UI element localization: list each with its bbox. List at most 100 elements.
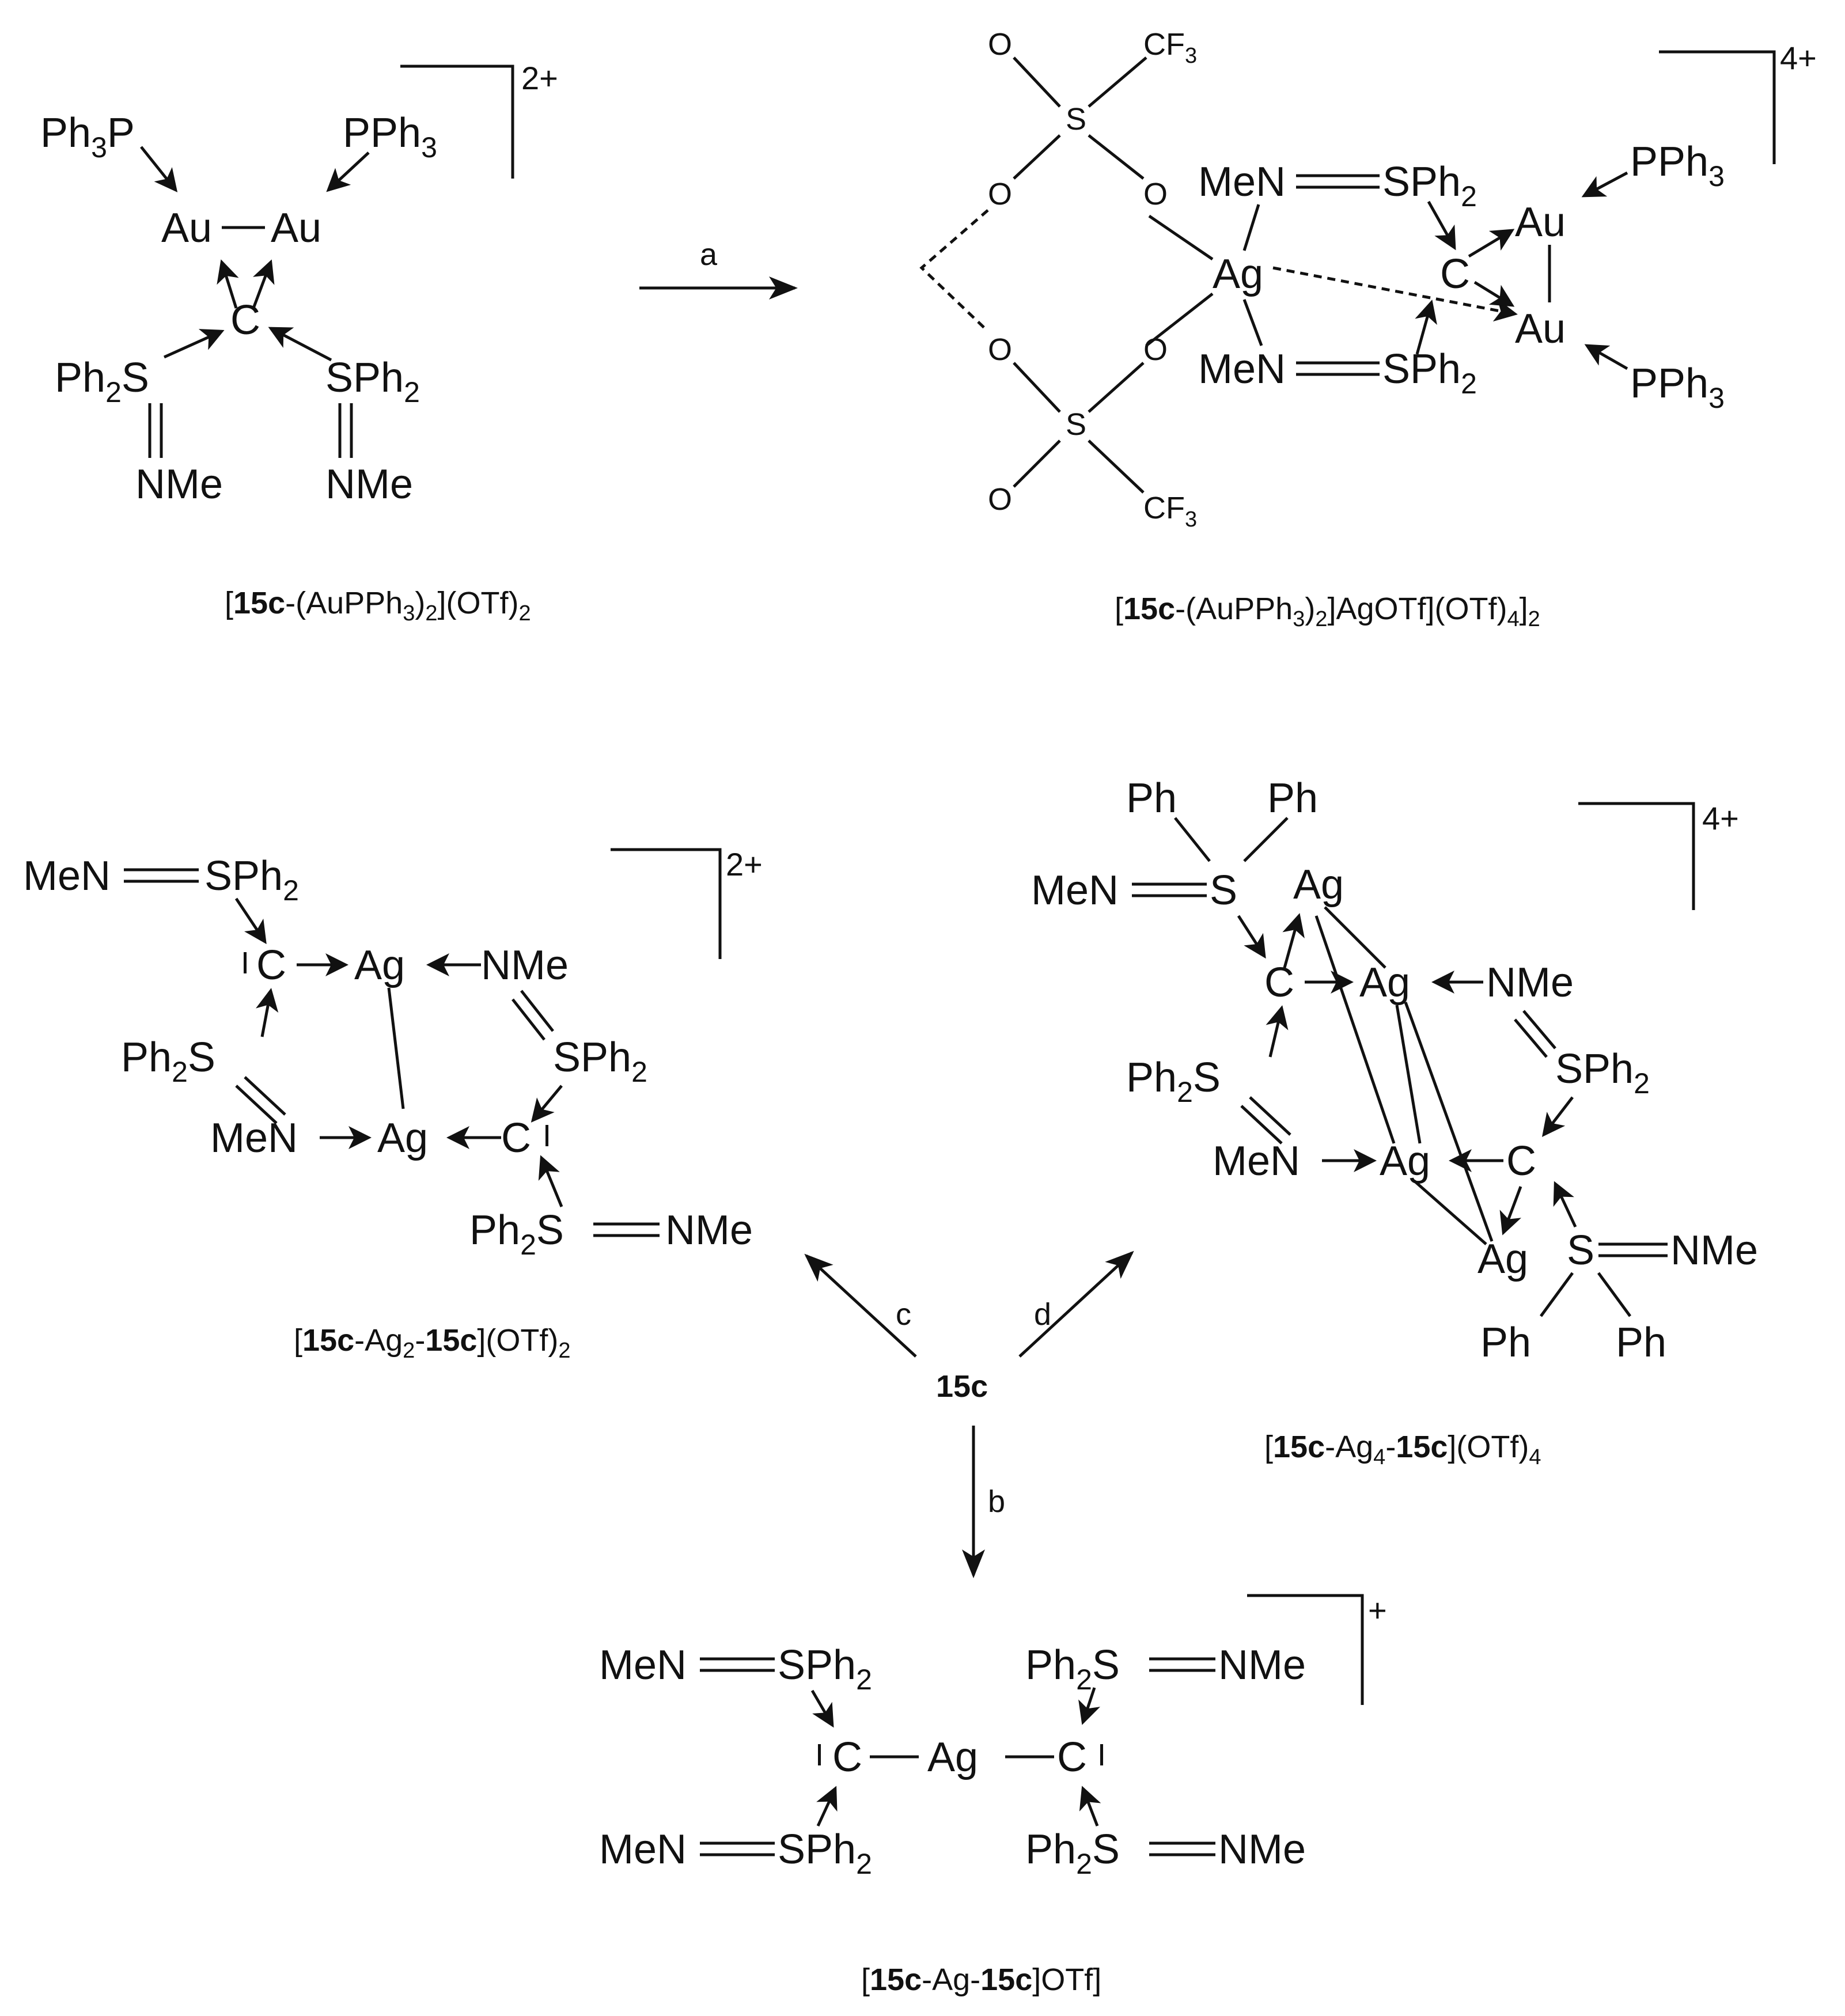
- bracket-ag1: [1247, 1594, 1364, 1705]
- atom-ph2s-b1: Ph2S: [1025, 1642, 1120, 1696]
- atom-ph-2: Ph: [1267, 775, 1318, 821]
- atom-c-ag4-2: C: [1506, 1138, 1536, 1184]
- atom-ag-ag4-1: Ag: [1293, 862, 1344, 908]
- label-15c: 15c: [936, 1369, 988, 1404]
- step-label-c: c: [896, 1297, 911, 1332]
- atom-ph-4: Ph: [1616, 1320, 1666, 1366]
- compound-gold-dimer: Ph3P PPh3 Au Au C Ph2S SPh2 NMe NMe 2+ […: [40, 60, 558, 626]
- charge-silver-gold: 4+: [1780, 40, 1817, 76]
- lone-pair-c1: I: [241, 946, 249, 980]
- atom-s-top: S: [1066, 102, 1086, 137]
- atom-pph3-au-top: PPh3: [1630, 139, 1725, 192]
- atom-nme-ag4-1: NMe: [1486, 960, 1574, 1006]
- atom-pph3: PPh3: [343, 110, 437, 164]
- atom-c-b1: C: [832, 1734, 862, 1780]
- arrow-c: [804, 1253, 917, 1358]
- atom-ag: Ag: [1213, 251, 1263, 297]
- compound-ag4: Ph Ph MeN S Ag C Ag NMe SPh2 Ph2S MeN Ag…: [1031, 775, 1758, 1469]
- atom-c-2: C: [501, 1115, 531, 1161]
- atom-sph2-bot: SPh2: [1382, 346, 1477, 400]
- atom-c-ag: C: [1440, 251, 1470, 297]
- bracket-ag2: [611, 848, 722, 959]
- atom-ag-b1: Ag: [927, 1734, 978, 1780]
- atom-pph3-au-bot: PPh3: [1630, 361, 1725, 414]
- atom-men-bot: MeN: [1198, 346, 1286, 392]
- atom-c-ag4-1: C: [1264, 960, 1294, 1006]
- atom-sph2-top: SPh2: [1382, 159, 1477, 213]
- atom-o-top1: O: [988, 27, 1012, 62]
- compound-silver-gold: O CF3 S O O O O S O CF3 MeN SPh2 Ag MeN …: [919, 27, 1817, 631]
- atom-nme-2: NMe: [325, 461, 413, 507]
- atom-ph2s-ag4: Ph2S: [1126, 1055, 1221, 1108]
- atom-s-ag4-1: S: [1210, 867, 1237, 914]
- bracket-gold-dimer: [400, 65, 514, 179]
- atom-sph2-b2: SPh2: [778, 1826, 872, 1880]
- atom-ag-ag4-3: Ag: [1380, 1138, 1430, 1184]
- label-ag1: [15c-Ag-15c]OTf]: [861, 1962, 1101, 1997]
- atom-nme-1: NMe: [135, 461, 223, 507]
- lone-pair-b2: I: [1097, 1738, 1106, 1772]
- charge-ag2: 2+: [726, 846, 763, 882]
- step-label-a: a: [700, 237, 718, 272]
- label-gold-dimer: [15c-(AuPPh3)2](OTf)2: [225, 586, 531, 626]
- atom-men-b2: MeN: [599, 1826, 687, 1873]
- atom-men-2: MeN: [210, 1115, 298, 1161]
- atom-ph-1: Ph: [1126, 775, 1177, 821]
- step-label-b: b: [988, 1484, 1005, 1519]
- atom-men-ag4-1: MeN: [1031, 867, 1119, 914]
- atom-sph2-2: SPh2: [553, 1034, 647, 1088]
- start-15c: 15c c d b: [804, 1250, 1134, 1578]
- label-silver-gold: [15c-(AuPPh3)2]AgOTf](OTf)4]2: [1115, 592, 1540, 631]
- atom-ag-1: Ag: [354, 942, 405, 988]
- atom-au-bot: Au: [1515, 306, 1566, 352]
- atom-sph2-b1: SPh2: [778, 1642, 872, 1696]
- atom-sph2-1: SPh2: [204, 853, 299, 907]
- lone-pair-c2: I: [543, 1119, 551, 1153]
- compound-ag1: MeN SPh2 Ph2S NMe I C Ag C I MeN SPh2 Ph…: [599, 1592, 1387, 1997]
- atom-au-1: Au: [161, 205, 212, 251]
- atom-men-b1: MeN: [599, 1642, 687, 1688]
- atom-s-bot: S: [1066, 407, 1086, 442]
- arrow-d: [1018, 1250, 1134, 1358]
- atom-au-top: Au: [1515, 199, 1566, 245]
- atom-o-bot1: O: [988, 332, 1012, 367]
- atom-men-top: MeN: [1198, 159, 1286, 205]
- atom-nme-ag4-2: NMe: [1670, 1227, 1758, 1274]
- atom-nme-b2: NMe: [1218, 1826, 1306, 1873]
- atom-o-top3: O: [1143, 177, 1168, 211]
- atom-ph2s-2: Ph2S: [469, 1207, 564, 1261]
- atom-ph2s-1: Ph2S: [121, 1034, 215, 1088]
- charge-gold-dimer: 2+: [521, 60, 558, 96]
- bracket-silver-gold: [1659, 50, 1776, 164]
- atom-sph2-ag4: SPh2: [1555, 1046, 1650, 1100]
- atom-nme-b1: NMe: [1218, 1642, 1306, 1688]
- atom-o-top2: O: [988, 177, 1012, 211]
- bracket-ag4: [1578, 802, 1695, 910]
- atom-o-bot3: O: [988, 482, 1012, 517]
- atom-nme-2: NMe: [665, 1207, 753, 1253]
- atom-ph-3: Ph: [1480, 1320, 1531, 1366]
- atom-ag-2: Ag: [377, 1115, 428, 1161]
- label-ag2: [15c-Ag2-15c](OTf)2: [294, 1323, 571, 1363]
- compound-ag2: MeN SPh2 I C Ag NMe SPh2 Ph2S MeN Ag C I…: [23, 846, 763, 1363]
- atom-men-1: MeN: [23, 853, 111, 899]
- atom-ph3p: Ph3P: [40, 110, 135, 164]
- arrow-a: a: [639, 237, 798, 300]
- atom-s-ag4-2: S: [1567, 1227, 1594, 1274]
- atom-cf3-top: CF3: [1143, 27, 1197, 68]
- atom-au-2: Au: [271, 205, 321, 251]
- step-label-d: d: [1034, 1297, 1051, 1332]
- lone-pair-b1: I: [815, 1738, 824, 1772]
- charge-ag1: +: [1368, 1592, 1387, 1628]
- atom-ph2s: Ph2S: [55, 355, 149, 408]
- atom-nme-1: NMe: [481, 942, 569, 988]
- charge-ag4: 4+: [1702, 800, 1739, 836]
- atom-c-1: C: [256, 942, 286, 988]
- atom-sph2: SPh2: [325, 355, 420, 408]
- atom-men-ag4-2: MeN: [1213, 1138, 1300, 1184]
- atom-ph2s-b2: Ph2S: [1025, 1826, 1120, 1880]
- atom-c-b2: C: [1057, 1734, 1087, 1780]
- atom-cf3-bot: CF3: [1143, 491, 1197, 532]
